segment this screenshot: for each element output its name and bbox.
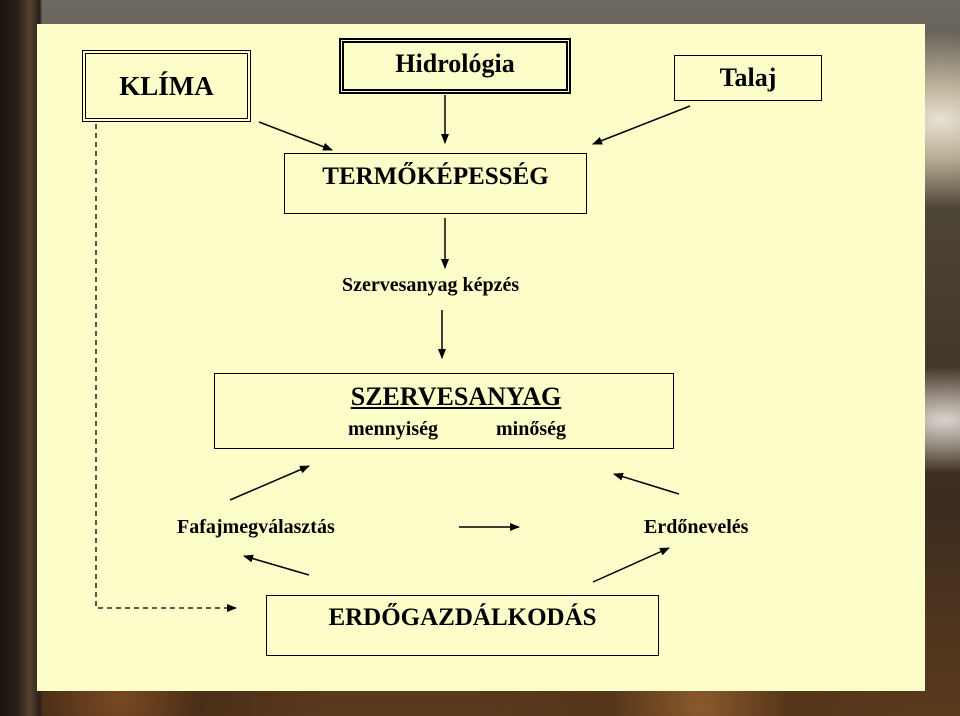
szervesanyag-label: SZERVESANYAG — [350, 382, 562, 411]
arrow-erdogazdalkodas-to-fafaj — [243, 554, 310, 576]
diagram-panel — [37, 24, 925, 691]
hidrologia-label: Hidrológia — [395, 49, 515, 78]
szervesanyag-box: SZERVESANYAG mennyiség minőség — [214, 373, 674, 449]
arrow-erdoneveles-to-szervesanyag — [613, 472, 680, 495]
termokepesseg-box: TERMŐKÉPESSÉG — [284, 153, 587, 214]
szervesanyag-kepzes-label: Szervesanyag képzés — [342, 274, 520, 296]
termokepesseg-label: TERMŐKÉPESSÉG — [322, 163, 549, 190]
erdoneveles-label: Erdőnevelés — [644, 516, 749, 538]
arrow-erdogazdalkodas-to-erdoneveles — [592, 547, 670, 583]
dashed-arrow-klima-to-erdogazdalkodas — [95, 124, 237, 612]
hidrologia-box: Hidrológia — [339, 38, 571, 94]
mennyiseg-label: mennyiség — [348, 418, 438, 440]
klima-label: KLÍMA — [119, 70, 214, 101]
arrow-klima-to-termokepesseg — [258, 121, 333, 151]
erdogazdalkodas-box: ERDŐGAZDÁLKODÁS — [266, 595, 659, 656]
fafajmegvalasztas-label: Fafajmegválasztás — [177, 516, 335, 538]
erdogazdalkodas-label: ERDŐGAZDÁLKODÁS — [328, 604, 597, 631]
klima-box: KLÍMA — [82, 50, 251, 122]
talaj-label: Talaj — [719, 63, 777, 92]
minoseg-label: minőség — [496, 418, 566, 440]
arrow-fafaj-to-szervesanyag — [229, 465, 310, 501]
arrow-talaj-to-termokepesseg — [592, 105, 691, 145]
talaj-box: Talaj — [674, 55, 822, 101]
